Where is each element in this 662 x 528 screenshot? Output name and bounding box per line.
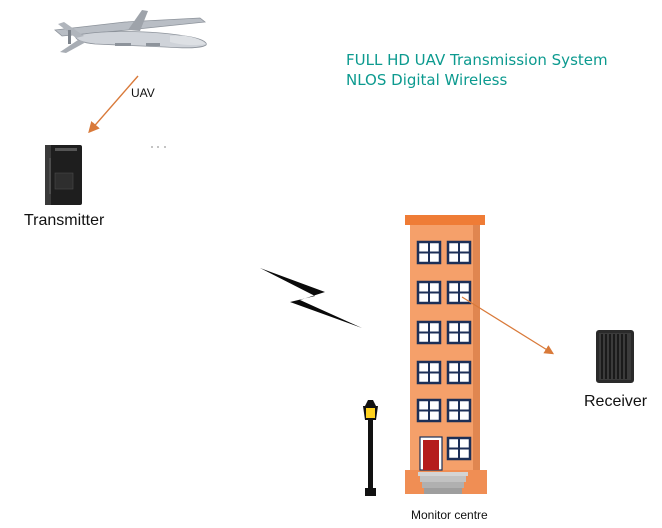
transmitter-device-icon: [45, 145, 82, 205]
lightning-bolt-icon: [260, 268, 362, 328]
building-window: [446, 320, 472, 345]
building-window: [416, 320, 442, 345]
title-line-2: NLOS Digital Wireless: [346, 71, 508, 89]
transmitter-label: Transmitter: [24, 212, 105, 229]
building-window: [416, 240, 442, 265]
building-window: [446, 360, 472, 385]
building-window: [416, 280, 442, 305]
building-window: [416, 398, 442, 423]
uav-label: UAV: [131, 86, 155, 100]
building-to-receiver-arrow: [461, 296, 555, 355]
receiver-label: Receiver: [584, 393, 648, 410]
uav-to-transmitter-arrow: [88, 75, 139, 134]
building-window: [416, 360, 442, 385]
building-windows: [416, 240, 472, 461]
uav-drone-icon: [54, 10, 207, 53]
receiver-device-icon: [596, 330, 634, 383]
title-line-1: FULL HD UAV Transmission System: [346, 51, 608, 69]
building-window: [446, 436, 472, 461]
building-window: [446, 280, 472, 305]
monitor-centre-label: Monitor centre: [411, 508, 488, 522]
building-window: [446, 398, 472, 423]
street-lamp-icon: [363, 400, 378, 496]
decorative-dots: [151, 146, 166, 148]
diagram-title: FULL HD UAV Transmission System NLOS Dig…: [346, 50, 608, 90]
building-window: [446, 240, 472, 265]
